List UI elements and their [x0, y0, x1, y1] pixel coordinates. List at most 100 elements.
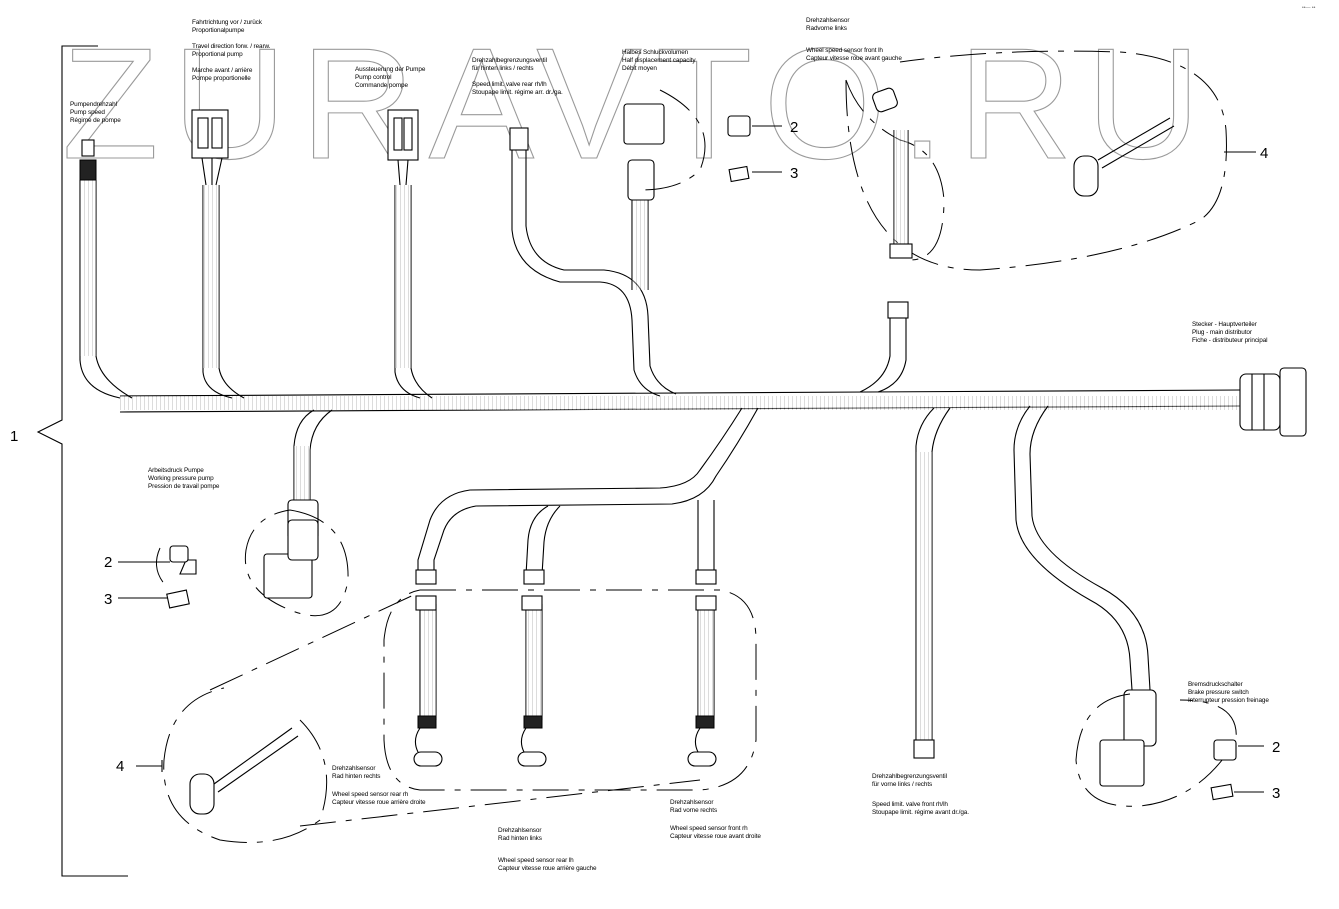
- svg-text:Capteur vitesse roue avant gau: Capteur vitesse roue avant gauche: [806, 55, 902, 62]
- harness-branch-pump-speed: [79, 139, 133, 399]
- item-number-2-top: 2: [790, 119, 798, 136]
- label-speed-limit-rear: Drehzahlbegrenzungsventil für hinten lin…: [472, 57, 563, 96]
- label-pump-speed: Pumpendrehzahl Pump speed Régime de pomp…: [70, 101, 121, 124]
- svg-text:für hinten links / rechts: für hinten links / rechts: [472, 65, 533, 72]
- detail-half-displacement: 2 3: [639, 89, 798, 191]
- harness-branch-speed-limit-front: [913, 407, 951, 759]
- item-number-2-right: 2: [1272, 739, 1280, 756]
- detail-working-pressure: 2 3: [104, 509, 349, 617]
- svg-text:Drehzahlbegrenzungsventil: Drehzahlbegrenzungsventil: [872, 773, 947, 780]
- label-plug-main: Stecker - Hauptverteiler Plug - main dis…: [1192, 321, 1268, 344]
- front-rh-plug: [695, 569, 717, 585]
- harness-branch-pump-control: [387, 109, 433, 399]
- label-wheel-rear-rh: Drehzahlsensor Rad hinten rechts Wheel s…: [332, 765, 426, 806]
- svg-text:Wheel speed sensor rear rh: Wheel speed sensor rear rh: [332, 791, 409, 798]
- svg-text:Wheel speed sensor rear lh: Wheel speed sensor rear lh: [498, 857, 574, 864]
- assembly-bracket: 1: [10, 45, 128, 877]
- rear-lh-plug: [523, 569, 545, 585]
- svg-text:Rad vorne rechts: Rad vorne rechts: [670, 807, 717, 814]
- svg-text:Arbeitsdruck Pumpe: Arbeitsdruck Pumpe: [148, 467, 204, 474]
- svg-text:Pression de travail pompe: Pression de travail pompe: [148, 483, 220, 490]
- wheel-front-lh-plug: [887, 301, 909, 319]
- label-half-displacement: Halbes Schluckvolumen Half displacement …: [622, 49, 696, 72]
- travel-direction-connector: [191, 109, 229, 159]
- sensor-cap-2: [169, 545, 189, 563]
- washer-3: [166, 589, 190, 609]
- svg-text:Marche avant / arrière: Marche avant / arrière: [192, 67, 253, 74]
- label-wheel-front-rh: Drehzahlsensor Rad vorne rechts Wheel sp…: [670, 799, 761, 840]
- svg-text:Débit moyen: Débit moyen: [622, 65, 657, 72]
- item-number-1: 1: [10, 428, 18, 445]
- harness-branch-travel-direction: [191, 109, 245, 399]
- item-number-3-left: 3: [104, 591, 112, 608]
- svg-text:Régime de pompe: Régime de pompe: [70, 117, 121, 124]
- svg-text:Working pressure pump: Working pressure pump: [148, 475, 214, 482]
- detail-brake-pressure: 2 3: [1075, 693, 1280, 807]
- svg-text:Proportional pump: Proportional pump: [192, 51, 243, 58]
- svg-text:Rad hinten rechts: Rad hinten rechts: [332, 773, 380, 780]
- svg-text:Pump speed: Pump speed: [70, 109, 105, 116]
- svg-text:Speed limit. valve front rh/lh: Speed limit. valve front rh/lh: [872, 801, 948, 808]
- svg-text:Drehzahlsensor: Drehzahlsensor: [670, 799, 714, 806]
- svg-text:Wheel speed sensor front lh: Wheel speed sensor front lh: [806, 47, 883, 54]
- svg-text:Pompe proportionelle: Pompe proportionelle: [192, 75, 251, 82]
- label-wheel-rear-lh: Drehzahlsensor Rad hinten links Wheel sp…: [498, 827, 597, 872]
- svg-text:Wheel speed sensor front rh: Wheel speed sensor front rh: [670, 825, 748, 832]
- harness-trunk-main: [119, 367, 1307, 437]
- harness-branch-speed-limit-rear: [509, 103, 677, 397]
- pump-control-connector: [387, 109, 419, 161]
- rear-rh-plug: [415, 569, 437, 585]
- svg-text:für vorne links / rechts: für vorne links / rechts: [872, 781, 932, 788]
- label-brake-pressure: Bremsdruckschalter Brake pressure switch…: [1188, 681, 1269, 704]
- item-number-4-left: 4: [116, 758, 124, 775]
- svg-text:Drehzahlbegrenzungsventil: Drehzahlbegrenzungsventil: [472, 57, 547, 64]
- svg-text:Bremsdruckschalter: Bremsdruckschalter: [1188, 681, 1244, 688]
- svg-text:Plug - main distributor: Plug - main distributor: [1192, 329, 1253, 336]
- item-number-4-top: 4: [1260, 145, 1268, 162]
- svg-text:Halbes Schluckvolumen: Halbes Schluckvolumen: [622, 49, 689, 56]
- svg-text:Pump control: Pump control: [355, 74, 391, 81]
- svg-text:Stoupape limit. régime avant d: Stoupape limit. régime avant dr./ga.: [872, 809, 969, 816]
- svg-text:Stoupape limit. régime arr. dr: Stoupape limit. régime arr. dr./ga.: [472, 89, 563, 96]
- pump-speed-connector: [81, 139, 95, 157]
- svg-text:Capteur vitesse roue arrière d: Capteur vitesse roue arrière droite: [332, 799, 426, 806]
- label-pump-control: Aussteuerung der Pumpe Pump control Comm…: [355, 66, 426, 89]
- svg-text:Speed limit. valve rear rh/lh: Speed limit. valve rear rh/lh: [472, 81, 547, 88]
- svg-text:Stecker - Hauptverteiler: Stecker - Hauptverteiler: [1192, 321, 1258, 328]
- svg-text:Half displacement capacity: Half displacement capacity: [622, 57, 696, 64]
- svg-text:Drehzahlsensor: Drehzahlsensor: [498, 827, 542, 834]
- label-working-pressure: Arbeitsdruck Pumpe Working pressure pump…: [148, 467, 220, 490]
- main-distributor-plug: [1239, 373, 1281, 431]
- svg-text:Rad hinten links: Rad hinten links: [498, 835, 542, 842]
- detail-wheel-sensor-left: 4: [116, 591, 701, 843]
- item-number-3-right: 3: [1272, 785, 1280, 802]
- svg-text:Radvorne links: Radvorne links: [806, 25, 847, 32]
- svg-text:Fiche - distributeur principal: Fiche - distributeur principal: [1192, 337, 1268, 344]
- svg-text:Fahrtrichtung vor / zurück: Fahrtrichtung vor / zurück: [192, 19, 263, 26]
- label-speed-limit-front: Drehzahlbegrenzungsventil für vorne link…: [872, 773, 969, 816]
- label-travel-direction: Fahrtrichtung vor / zurück Proportionalp…: [192, 19, 271, 82]
- svg-text:Proportionalpumpe: Proportionalpumpe: [192, 27, 245, 34]
- speed-limit-front-connector: [913, 739, 935, 759]
- svg-text:Drehzahlsensor: Drehzahlsensor: [806, 17, 850, 24]
- speed-limit-rear-connector: [509, 127, 529, 151]
- svg-text:Aussteuerung der Pumpe: Aussteuerung der Pumpe: [355, 66, 426, 73]
- detail-wheel-front-lh: 4: [845, 50, 1268, 271]
- harness-branch-brake-pressure: [1013, 405, 1157, 787]
- label-wheel-front-lh: Drehzahlsensor Radvorne links Wheel spee…: [806, 17, 902, 62]
- svg-text:Commande pompe: Commande pompe: [355, 82, 408, 89]
- item-number-2-left: 2: [104, 554, 112, 571]
- corner-mark: ••— ••: [1302, 5, 1316, 11]
- svg-text:Travel direction forw. / rearw: Travel direction forw. / rearw.: [192, 43, 271, 50]
- harness-branch-wheel-front-lh: [859, 301, 909, 393]
- detail-wheel-sensors-group: [383, 589, 757, 791]
- svg-text:Pumpendrehzahl: Pumpendrehzahl: [70, 101, 117, 108]
- svg-text:Capteur vitesse roue arrière g: Capteur vitesse roue arrière gauche: [498, 865, 597, 872]
- svg-text:Drehzahlsensor: Drehzahlsensor: [332, 765, 376, 772]
- half-displacement-connector: [627, 159, 655, 201]
- brake-pressure-connector: [1123, 689, 1157, 747]
- svg-text:Interrupteur pression freinage: Interrupteur pression freinage: [1188, 697, 1269, 704]
- svg-text:Capteur vitesse roue avant dro: Capteur vitesse roue avant droite: [670, 833, 761, 840]
- svg-text:Brake pressure switch: Brake pressure switch: [1188, 689, 1249, 696]
